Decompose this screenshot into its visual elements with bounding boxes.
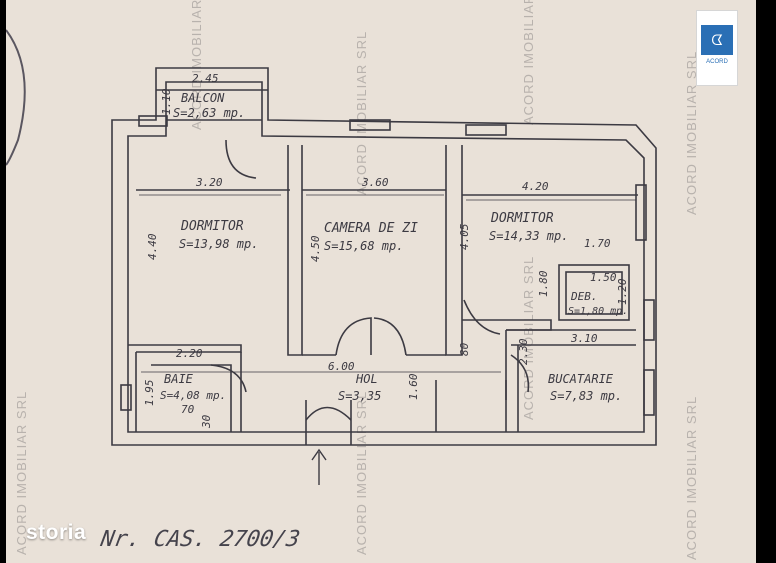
room-name-hol: HOL xyxy=(355,372,378,386)
dim-baie-width: 2.20 xyxy=(176,347,203,360)
room-name-deb: DEB. xyxy=(570,290,598,303)
watermark-3: ACORD IMOBILIAR SRL xyxy=(521,0,536,125)
dim-dormitor2-side: 1.80 xyxy=(537,270,550,297)
room-area-hol: S=3,35 xyxy=(338,389,381,403)
dim-dormitor2-width: 4.20 xyxy=(522,180,549,193)
watermark-5: ACORD IMOBILIAR SRL xyxy=(521,256,536,420)
watermark-2: ACORD IMOBILIAR SRL xyxy=(354,31,369,195)
dim-camera-height: 4.50 xyxy=(309,235,322,262)
dim-baie-small-1: 70 xyxy=(181,403,195,416)
room-name-dormitor-2: DORMITOR xyxy=(490,211,554,226)
dim-baie-height: 1.95 xyxy=(143,380,156,407)
floor-plan-drawing: ACORD IMOBILIAR SRL ACORD IMOBILIAR SRL … xyxy=(6,0,756,563)
room-name-bucatarie: BUCATARIE xyxy=(548,372,614,386)
acord-logo: ᗧ ACORD xyxy=(696,10,738,86)
dim-hol-height: 1.60 xyxy=(407,373,420,400)
walls xyxy=(111,67,657,485)
dim-bucatarie-width: 3.10 xyxy=(570,332,598,345)
floor-plan-photo: ACORD IMOBILIAR SRL ACORD IMOBILIAR SRL … xyxy=(6,0,756,563)
watermark-7: ACORD IMOBILIAR SRL xyxy=(354,391,369,555)
dim-dormitor1-height: 4.40 xyxy=(146,233,159,260)
watermark-1: ACORD IMOBILIAR SRL xyxy=(189,0,204,130)
storia-brand-watermark: storia xyxy=(26,521,87,544)
room-name-baie: BAIE xyxy=(164,372,194,386)
cadastral-number: Nr. CAS. 2700/3 xyxy=(98,527,302,552)
room-area-deb: S=1,80 mp. xyxy=(568,306,628,317)
room-area-bucatarie: S=7,83 mp. xyxy=(550,389,622,403)
room-area-balcon: S=2,63 mp. xyxy=(173,106,245,120)
room-area-camera-de-zi: S=15,68 mp. xyxy=(324,239,403,253)
room-area-baie: S=4,08 mp. xyxy=(160,389,226,402)
dim-balcon-width: 2.45 xyxy=(192,72,219,85)
acord-logo-text: ACORD xyxy=(706,59,728,65)
room-labels: BALCON S=2,63 mp. DORMITOR S=13,98 mp. C… xyxy=(160,91,628,403)
dim-deb-width: 1.50 xyxy=(590,271,617,284)
room-area-dormitor-1: S=13,98 mp. xyxy=(179,237,258,251)
room-area-dormitor-2: S=14,33 mp. xyxy=(489,229,568,243)
watermark-8: ACORD IMOBILIAR SRL xyxy=(14,391,29,555)
dim-dormitor2-height: 4.05 xyxy=(458,224,471,251)
dim-hol-width: 6.00 xyxy=(328,360,355,373)
room-name-camera-de-zi: CAMERA DE ZI xyxy=(324,221,418,236)
watermark-6: ACORD IMOBILIAR SRL xyxy=(684,396,699,560)
dim-dormitor1-width: 3.20 xyxy=(195,176,223,189)
dim-door-small: 80 xyxy=(458,342,471,356)
dim-bucatarie-height: 2.30 xyxy=(517,338,530,365)
dim-deb-height: 1.20 xyxy=(616,278,629,305)
acord-logo-mark: ᗧ xyxy=(701,25,733,55)
dim-dormitor2-sub: 1.70 xyxy=(584,237,611,250)
dim-camera-width: 3.60 xyxy=(361,176,389,189)
dim-balcon-height: 1.10 xyxy=(160,88,173,115)
stamp-arc xyxy=(6,29,26,166)
room-name-dormitor-1: DORMITOR xyxy=(180,219,244,234)
dim-baie-small-2: 30 xyxy=(200,414,213,429)
dimension-labels: 2.45 1.10 3.20 4.40 3.60 4.50 4.20 4.05 … xyxy=(143,72,629,429)
watermark-4: ACORD IMOBILIAR SRL xyxy=(684,51,699,215)
room-name-balcon: BALCON xyxy=(181,91,225,105)
